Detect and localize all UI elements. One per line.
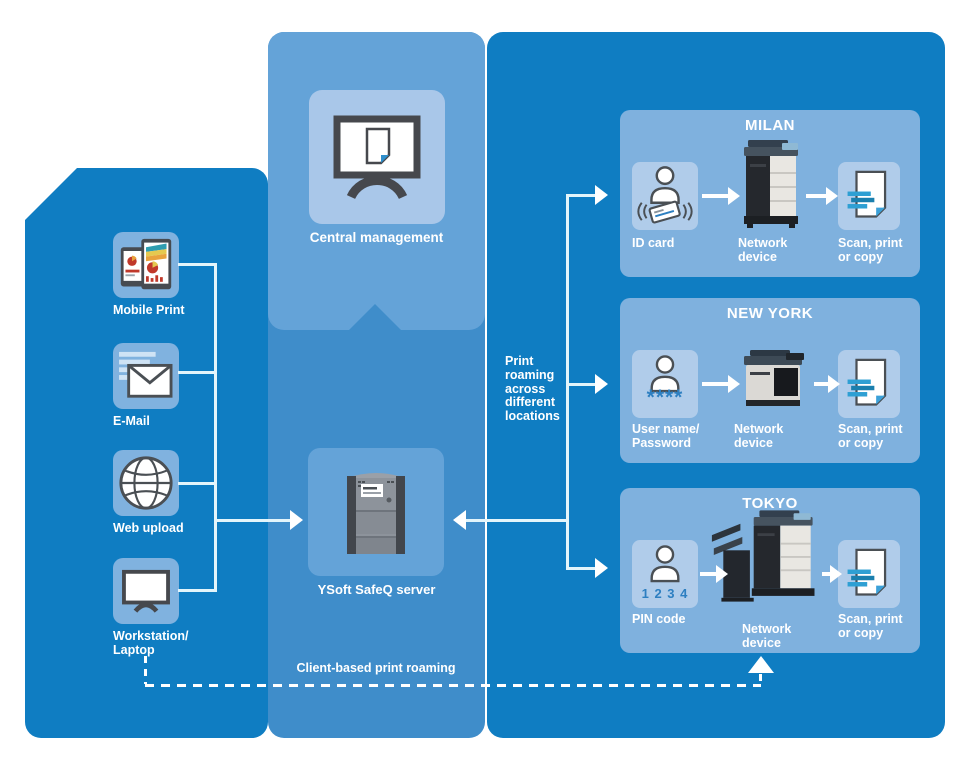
arrow-head-icon bbox=[728, 187, 740, 205]
arrow-shaft bbox=[814, 382, 828, 386]
arrow-head-icon bbox=[716, 565, 728, 583]
arrow-shaft bbox=[806, 194, 826, 198]
connector-collector-line bbox=[214, 263, 217, 592]
scan-print-copy-icon bbox=[847, 358, 887, 406]
location-box-tokyo: TOKYO 1 2 3 4 PIN code bbox=[620, 488, 920, 653]
printer-icon bbox=[744, 350, 804, 406]
email-tile bbox=[113, 343, 179, 409]
workstation-icon bbox=[122, 569, 170, 613]
username-password-icon bbox=[650, 355, 680, 393]
network-device-new-york bbox=[734, 348, 812, 417]
auth-label-tokyo: PIN code bbox=[632, 612, 686, 626]
arrow-shaft bbox=[702, 194, 728, 198]
safeq-server-box bbox=[308, 448, 444, 576]
location-box-new-york: NEW YORK **** User name/ Password Networ… bbox=[620, 298, 920, 463]
device-label-milan: Network device bbox=[738, 236, 788, 264]
dashed-line-client-roaming bbox=[145, 684, 761, 687]
arrow-head-icon bbox=[826, 187, 838, 205]
location-title-new-york: NEW YORK bbox=[726, 305, 814, 322]
connector-email bbox=[178, 371, 217, 374]
printer-icon bbox=[711, 510, 815, 602]
arrow-into-server-left-icon bbox=[453, 510, 466, 530]
branch-to-milan bbox=[566, 194, 595, 197]
arrow-shaft bbox=[702, 382, 728, 386]
mobile-print-icon bbox=[120, 238, 172, 290]
auth-label-new-york: User name/ Password bbox=[632, 422, 700, 450]
email-label: E-Mail bbox=[113, 414, 150, 428]
workstation-label: Workstation/ Laptop bbox=[113, 629, 189, 657]
arrow-into-server-icon bbox=[290, 510, 303, 530]
pin-code-icon bbox=[650, 545, 680, 583]
branch-to-tokyo bbox=[566, 567, 595, 570]
arrow-shaft bbox=[700, 572, 716, 576]
username-password-tile: **** bbox=[632, 350, 698, 418]
auth-label-milan: ID card bbox=[632, 236, 675, 250]
pin-code-tile: 1 2 3 4 bbox=[632, 540, 698, 608]
arrow-into-milan-icon bbox=[595, 185, 608, 205]
dashed-line-tokyo-rise bbox=[759, 674, 762, 686]
mobile-print-label: Mobile Print bbox=[113, 303, 185, 317]
connector-mobile-print bbox=[178, 263, 217, 266]
arrow-shaft bbox=[822, 572, 830, 576]
dashed-line-workstation-drop bbox=[144, 656, 147, 684]
branch-to-new-york bbox=[566, 383, 595, 386]
web-upload-icon bbox=[119, 456, 173, 510]
network-device-milan bbox=[738, 138, 804, 235]
central-management-tile bbox=[309, 90, 445, 224]
server-to-management-arrow bbox=[348, 304, 402, 331]
scan-print-copy-icon bbox=[847, 170, 887, 218]
scan-print-copy-icon bbox=[847, 548, 887, 596]
pin-hint: 1 2 3 4 bbox=[641, 586, 689, 601]
output-label-tokyo: Scan, print or copy bbox=[838, 612, 903, 640]
print-roaming-note: Print roaming across different locations bbox=[505, 354, 560, 423]
arrow-head-icon bbox=[828, 375, 840, 393]
email-icon bbox=[119, 351, 173, 398]
device-label-tokyo: Network device bbox=[742, 622, 792, 650]
arrow-into-tokyo-icon bbox=[595, 558, 608, 578]
central-management-label: Central management bbox=[309, 230, 444, 245]
output-label-new-york: Scan, print or copy bbox=[838, 422, 903, 450]
arrow-into-tokyo-bottom-icon bbox=[748, 656, 774, 673]
branch-to-server bbox=[466, 519, 568, 522]
scan-print-copy-tile bbox=[838, 540, 900, 608]
connector-to-server bbox=[214, 519, 292, 522]
scan-print-copy-tile bbox=[838, 162, 900, 230]
id-card-tile bbox=[632, 162, 698, 230]
id-card-icon bbox=[637, 166, 693, 224]
connector-web-upload bbox=[178, 482, 217, 485]
arrow-head-icon bbox=[830, 565, 842, 583]
location-title-tokyo: TOKYO bbox=[742, 495, 798, 512]
password-hint: **** bbox=[646, 386, 684, 409]
arrow-head-icon bbox=[728, 375, 740, 393]
location-box-milan: MILAN ID card bbox=[620, 110, 920, 277]
location-title-milan: MILAN bbox=[745, 117, 795, 134]
output-label-milan: Scan, print or copy bbox=[838, 236, 903, 264]
mobile-print-tile bbox=[113, 232, 179, 298]
web-upload-tile bbox=[113, 450, 179, 516]
device-label-new-york: Network device bbox=[734, 422, 784, 450]
network-device-tokyo bbox=[710, 504, 824, 613]
workstation-tile bbox=[113, 558, 179, 624]
client-roaming-label: Client-based print roaming bbox=[296, 661, 456, 675]
arrow-into-new-york-icon bbox=[595, 374, 608, 394]
monitor-icon bbox=[333, 115, 421, 200]
web-upload-label: Web upload bbox=[113, 521, 184, 535]
safeq-server-label: YSoft SafeQ server bbox=[317, 582, 436, 597]
scan-print-copy-tile bbox=[838, 350, 900, 418]
branch-line bbox=[566, 194, 569, 570]
server-icon bbox=[347, 473, 405, 554]
connector-workstation bbox=[178, 589, 217, 592]
left-panel-corner-cut bbox=[25, 168, 77, 220]
printer-icon bbox=[744, 140, 798, 228]
